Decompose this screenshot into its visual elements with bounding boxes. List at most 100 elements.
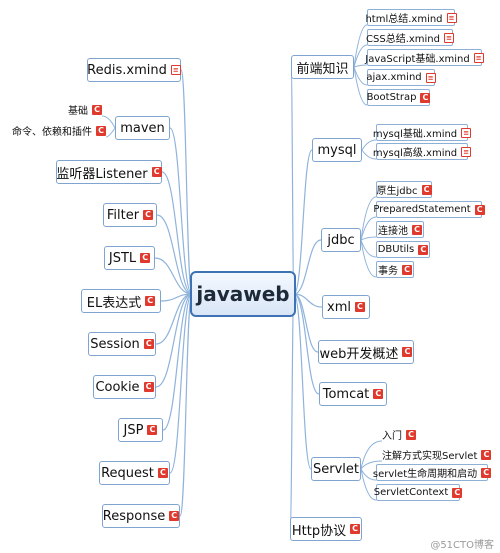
c-icon: C — [147, 425, 158, 435]
subtopic-javascript[interactable]: JavaScript基础.xmind≡ — [365, 49, 484, 66]
connector-line — [169, 127, 193, 295]
c-icon: C — [421, 184, 432, 195]
connector-line — [161, 171, 193, 295]
c-icon: C — [92, 104, 102, 115]
c-icon: C — [96, 125, 106, 136]
c-icon: C — [350, 524, 361, 534]
central-topic[interactable]: javaweb — [190, 271, 296, 317]
watermark: @51CTO博客 — [430, 540, 494, 551]
document-icon: ≡ — [461, 127, 472, 138]
topic-frontend[interactable]: 前端知识 — [291, 55, 354, 79]
topic-maven[interactable]: maven — [115, 116, 170, 140]
connector-line — [293, 149, 313, 295]
document-icon: ≡ — [473, 52, 484, 63]
connector-line — [293, 239, 322, 295]
c-icon: C — [420, 92, 431, 103]
connector-line — [290, 66, 295, 295]
connector-line — [360, 468, 377, 481]
connector-line — [360, 216, 377, 241]
c-icon: C — [481, 449, 492, 460]
central-topic-label: javaweb — [196, 282, 290, 306]
connector-line — [293, 293, 323, 308]
c-icon: C — [143, 382, 154, 392]
c-icon: C — [169, 511, 180, 521]
connector-line — [361, 139, 377, 151]
c-icon: C — [157, 468, 168, 478]
connector-line — [353, 24, 368, 68]
subtopic-html[interactable]: html总结.xmind≡ — [365, 9, 457, 26]
c-icon: C — [145, 296, 156, 306]
c-icon: C — [143, 339, 154, 349]
document-icon: ≡ — [446, 12, 457, 23]
c-icon: C — [402, 264, 412, 275]
c-icon: C — [402, 347, 413, 357]
connector-line — [154, 257, 193, 295]
connector-line — [360, 239, 377, 278]
connector-line — [180, 69, 193, 295]
connector-line — [360, 460, 383, 470]
topic-servlet[interactable]: Servlet — [311, 457, 361, 481]
connector-line — [360, 440, 383, 470]
connector-line — [293, 293, 320, 395]
topic-mysql[interactable]: mysql — [312, 138, 362, 162]
connector-line — [360, 468, 377, 501]
connector-line — [105, 127, 116, 138]
document-icon: ≡ — [461, 146, 472, 157]
c-icon: C — [354, 302, 365, 312]
c-icon: C — [140, 253, 151, 263]
c-icon: C — [481, 467, 492, 478]
document-icon: ≡ — [425, 72, 436, 83]
connector-line — [361, 149, 377, 160]
document-icon: ≡ — [170, 65, 181, 75]
subtopic-mysql-advanced[interactable]: mysql高级.xmind≡ — [373, 143, 472, 160]
connector-line — [360, 196, 377, 241]
c-icon: C — [412, 224, 422, 235]
topic-redis[interactable]: Redis.xmind≡ — [87, 58, 181, 82]
connector-line — [353, 66, 368, 86]
connector-line — [293, 293, 312, 470]
subtopic-mysql-basics[interactable]: mysql基础.xmind≡ — [373, 124, 472, 141]
document-icon: ≡ — [444, 32, 454, 43]
connector-line — [353, 66, 368, 106]
c-icon: C — [474, 204, 485, 215]
c-icon: C — [373, 389, 384, 399]
connector-line — [353, 64, 368, 68]
connector-line — [162, 293, 193, 431]
connector-line — [353, 44, 368, 68]
c-icon: C — [151, 167, 162, 177]
subtopic-ajax[interactable]: ajax.xmind≡ — [366, 69, 436, 86]
connector-line — [360, 236, 377, 241]
connector-line — [101, 115, 116, 129]
connector-line — [360, 239, 377, 258]
c-icon: C — [418, 244, 429, 255]
c-icon: C — [143, 210, 154, 220]
subtopic-css[interactable]: CSS总结.xmind≡ — [366, 29, 454, 46]
c-icon: C — [406, 429, 416, 440]
topic-jdbc[interactable]: jdbc — [321, 228, 361, 252]
